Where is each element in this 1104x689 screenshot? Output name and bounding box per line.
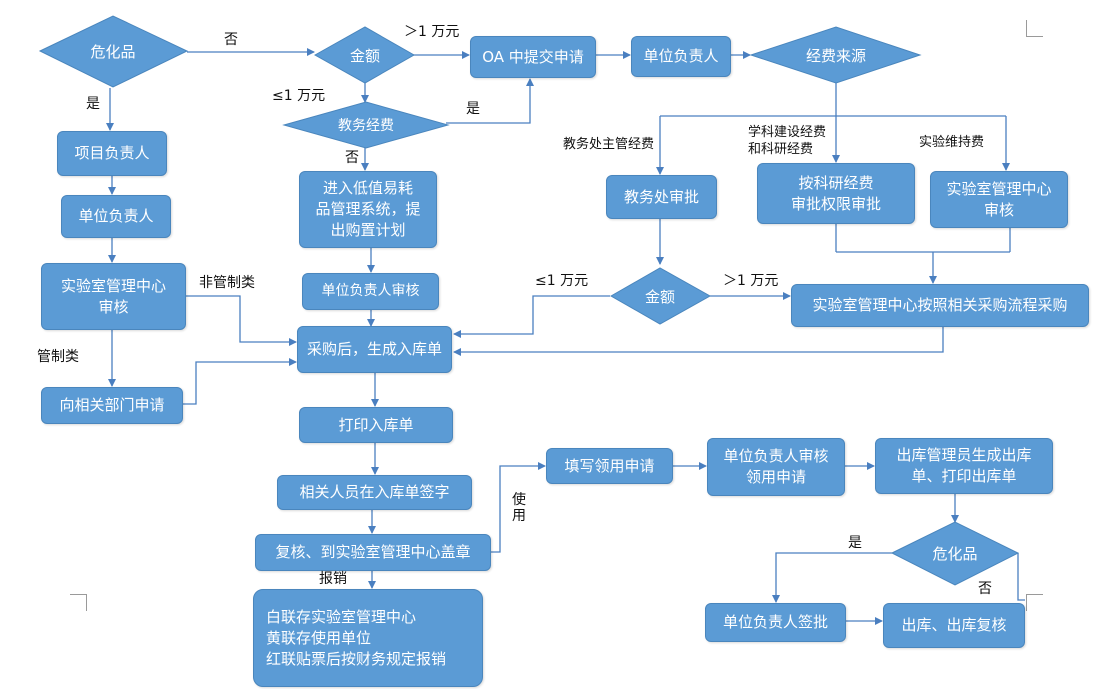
label-yes-3: 是 [848, 535, 862, 551]
print-receipt-box: 打印入库单 [299, 407, 453, 443]
funding-source-diamond: 经费来源 [805, 46, 866, 65]
academic-fund-diamond-shape [282, 101, 450, 149]
edge-hazard-outbound [1017, 553, 1025, 601]
label-no-3: 否 [978, 581, 992, 597]
label-controlled: 管制类 [37, 349, 79, 365]
label-reimburse: 报销 [319, 571, 347, 587]
label-academic-main-fund: 教务处主管经费 [563, 137, 655, 152]
project-head-box: 项目负责人 [57, 131, 167, 176]
unit-head-top-box: 单位负责人 [631, 36, 731, 77]
label-yes-1: 是 [86, 96, 100, 112]
label-discipline-research-fund: 学科建设经费 和科研经费 [748, 125, 827, 157]
lab-center-review-left-box: 实验室管理中心 审核 [41, 263, 186, 330]
label-use: 使用 [512, 492, 526, 524]
label-no-1: 否 [224, 32, 238, 48]
academic-fund-diamond: 教务经费 [338, 118, 394, 134]
edge-labcenter-receipt [186, 295, 297, 346]
amount-diamond-1: 金额 [349, 46, 380, 65]
warehouse-outbound-box: 出库管理员生成出库 单、打印出库单 [875, 438, 1053, 494]
copies-box: 白联存实验室管理中心 黄联存使用单位 红联贴票后按财务规定报销 [253, 589, 483, 687]
amount-diamond-1-shape [313, 26, 416, 84]
label-lab-maintenance-fund: 实验维持费 [919, 135, 985, 150]
academic-office-approval-box: 教务处审批 [606, 175, 717, 219]
lab-center-review-right-box: 实验室管理中心 审核 [930, 171, 1068, 228]
label-no-2: 否 [345, 150, 359, 166]
generate-receipt-box: 采购后，生成入库单 [297, 326, 452, 373]
apply-related-dept-box: 向相关部门申请 [41, 387, 183, 424]
amount-diamond-2-shape [609, 267, 712, 325]
edge-recheck-fill [491, 462, 546, 553]
corner-mark-bottom-left [70, 594, 87, 611]
label-yes-2: 是 [466, 101, 480, 117]
hazardous-diamond-1: 危化品 [90, 42, 136, 61]
lab-center-procurement-box: 实验室管理中心按照相关采购流程采购 [791, 284, 1089, 327]
recheck-stamp-box: 复核、到实验室管理中心盖章 [255, 534, 491, 571]
oa-submit-box: OA 中提交申请 [470, 36, 596, 78]
edge-academic-oa [446, 78, 534, 124]
label-over-10k-2: ＞1 万元 [723, 273, 779, 289]
edge-apply-receipt [183, 358, 297, 405]
amount-diamond-2: 金额 [644, 287, 675, 306]
sign-receipt-box: 相关人员在入库单签字 [277, 475, 472, 510]
edge-procure-receipt [453, 327, 944, 356]
edge-hazard-unitsign [772, 552, 892, 603]
corner-mark-bottom-right [1026, 594, 1043, 611]
hazardous-diamond-1-shape [38, 15, 189, 88]
unit-head-sign-box: 单位负责人签批 [705, 603, 846, 642]
unit-head-review-requisition-box: 单位负责人审核 领用申请 [707, 438, 845, 496]
label-non-controlled: 非管制类 [199, 275, 255, 291]
fill-requisition-box: 填写领用申请 [546, 448, 673, 484]
label-under-10k-1: ≤1 万元 [272, 88, 326, 104]
unit-head-review-box: 单位负责人审核 [302, 273, 439, 310]
label-under-10k-2: ≤1 万元 [535, 273, 589, 289]
unit-head-left-box: 单位负责人 [61, 195, 171, 238]
low-value-system-box: 进入低值易耗 品管理系统，提 出购置计划 [299, 171, 437, 248]
research-fund-approval-box: 按科研经费 审批权限审批 [757, 163, 915, 224]
funding-diamond-shape [749, 26, 922, 84]
hazardous-diamond-2-shape [890, 521, 1020, 586]
corner-mark-top-right [1026, 20, 1043, 37]
label-over-10k-1: ＞1 万元 [404, 24, 460, 40]
outbound-recheck-box: 出库、出库复核 [883, 603, 1025, 648]
edge-amount2-receipt [453, 295, 610, 338]
hazardous-diamond-2: 危化品 [932, 544, 978, 563]
